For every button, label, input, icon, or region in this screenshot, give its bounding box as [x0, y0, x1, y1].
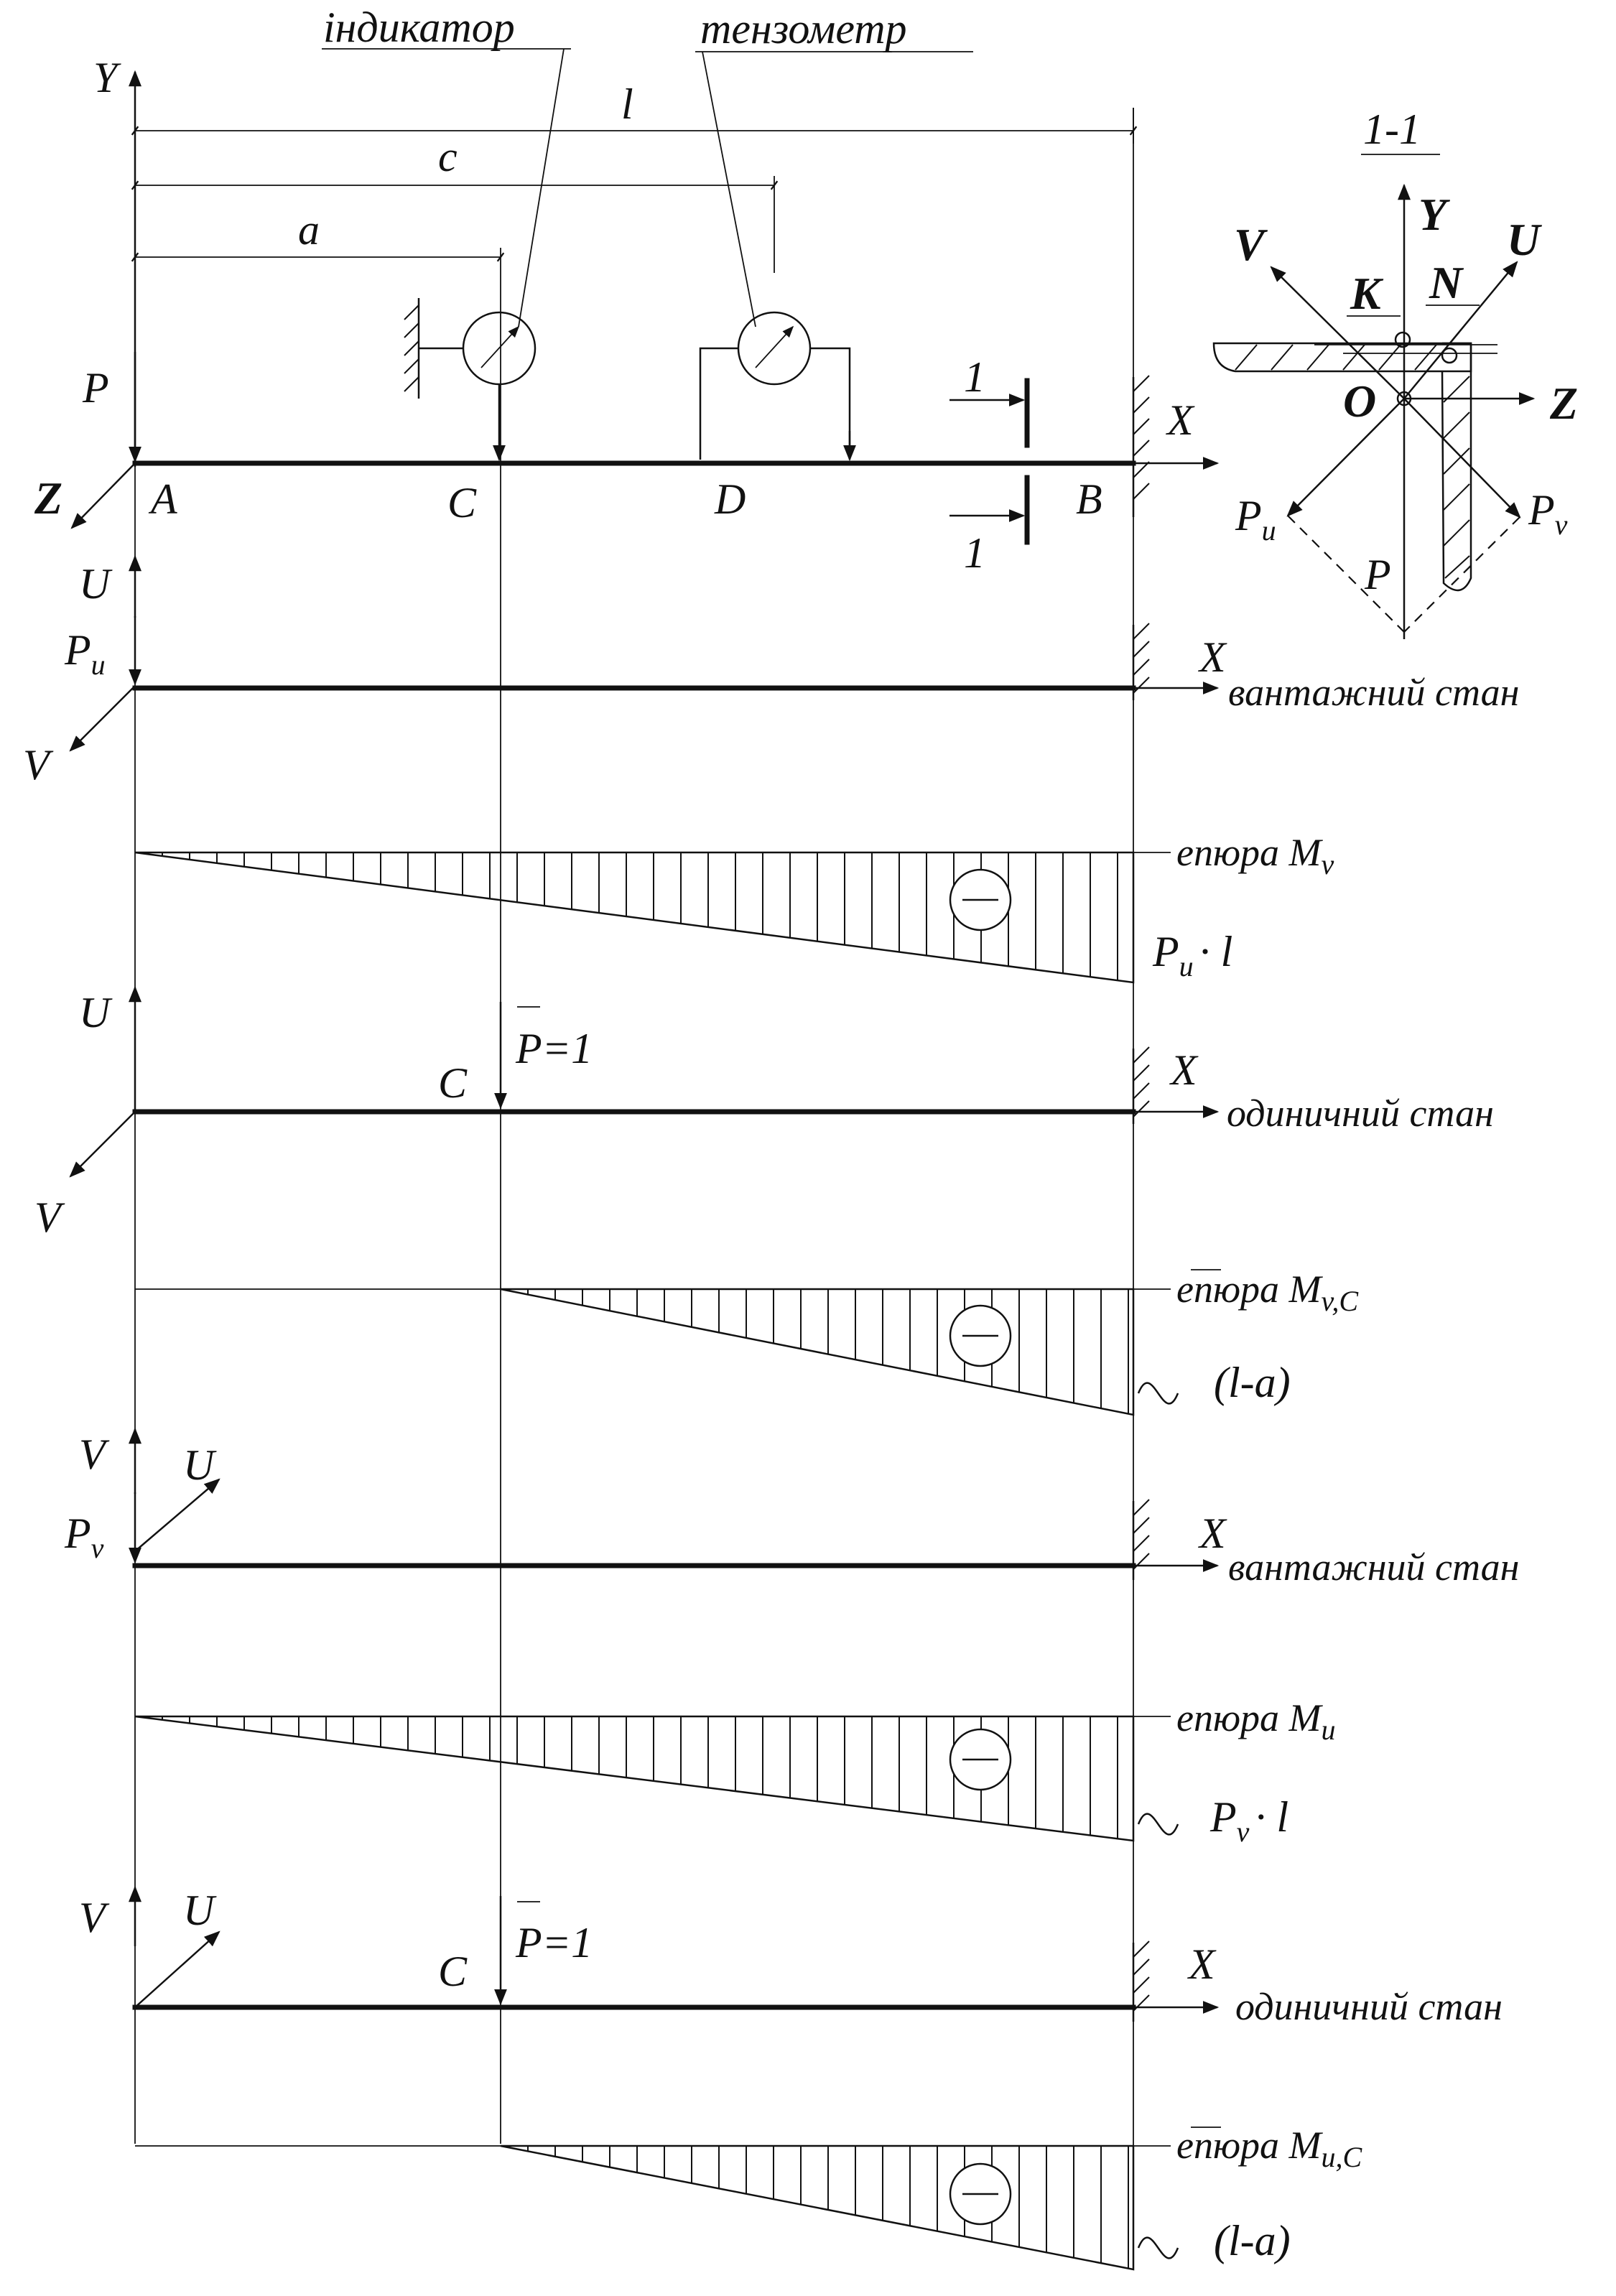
state3-load: Pv — [64, 1510, 104, 1564]
point-b-label: B — [1076, 475, 1102, 523]
state2-diagram-label: епюра Mv,C — [1176, 1268, 1359, 1317]
section-axis-u: U — [1507, 214, 1542, 265]
state2-unit-scheme: U V P=1 C X одиничний стан — [34, 985, 1494, 1241]
state3-caption: вантажний стан — [1228, 1546, 1519, 1589]
axis-y-label: Y — [93, 54, 121, 101]
load-p-label: P — [82, 364, 109, 412]
state4-axis-x: X — [1187, 1941, 1217, 1988]
state1-load: Pu — [64, 626, 106, 681]
state1-load-scheme: U Pu V X вантажний стан — [23, 554, 1519, 789]
state3-axis-u: U — [183, 1441, 217, 1489]
state1-moment-diagram: епюра Mv Pu· l — [134, 831, 1334, 984]
state3-axis-v: V — [79, 1431, 110, 1478]
point-n-label: N — [1429, 257, 1464, 308]
state1-axis-v: V — [23, 741, 54, 789]
label-tensometer: тензометр — [700, 5, 907, 52]
section-axis-y: Y — [1418, 189, 1450, 240]
state4-unit-scheme: V U P=1 C X одиничний стан — [79, 1885, 1503, 2028]
state4-end-value: (l-a) — [1214, 2217, 1291, 2264]
state4-axis-u: U — [183, 1887, 217, 1934]
point-k-label: K — [1350, 268, 1384, 319]
state1-caption: вантажний стан — [1228, 671, 1519, 714]
state3-end-value: Pv· l — [1209, 1793, 1288, 1848]
dim-c-label: c — [438, 133, 458, 180]
section-axis-v: V — [1234, 219, 1268, 270]
state2-point-c: C — [438, 1059, 468, 1107]
section-title: 1-1 — [1363, 106, 1421, 153]
state4-unit-load: P=1 — [515, 1919, 593, 1966]
state2-axis-u: U — [79, 989, 113, 1036]
state3-axis-x: X — [1198, 1510, 1227, 1557]
state2-axis-x: X — [1169, 1046, 1199, 1094]
section-load-p: P — [1364, 551, 1391, 598]
point-d-label: D — [714, 475, 746, 523]
section-axis-z: Z — [1549, 378, 1578, 429]
section-mark-bottom: 1 — [964, 529, 985, 577]
state3-diagram-label: епюра Mu — [1176, 1696, 1336, 1746]
axis-x-label: X — [1166, 396, 1195, 444]
state1-axis-u: U — [79, 560, 113, 608]
cross-section-1-1: 1-1 Y Z U V K — [1212, 106, 1578, 639]
state4-point-c: C — [438, 1948, 468, 1995]
state1-axis-x: X — [1198, 633, 1227, 681]
state2-axis-v: V — [34, 1194, 65, 1241]
axis-z-label: Z — [34, 473, 62, 524]
state2-caption: одиничний стан — [1227, 1092, 1494, 1135]
state4-axis-v: V — [79, 1894, 110, 1941]
dim-a-label: a — [298, 206, 320, 254]
point-a-label: A — [148, 475, 177, 523]
state1-end-value: Pu· l — [1152, 928, 1232, 982]
tensometer-gauge — [737, 311, 812, 386]
state2-moment-diagram: епюра Mv,C (l-a) — [135, 1268, 1359, 1416]
state3-load-scheme: V U Pv X вантажний стан — [64, 1427, 1519, 1589]
state4-diagram-label: епюра Mu,C — [1176, 2124, 1363, 2173]
label-indicator: індикатор — [323, 4, 515, 51]
state3-moment-diagram: епюра Mu Pv· l — [134, 1696, 1336, 1848]
section-mark-top: 1 — [964, 353, 985, 401]
state1-diagram-label: епюра Mv — [1176, 831, 1334, 880]
section-comp-pu: Pu — [1235, 492, 1276, 547]
section-comp-pv: Pv — [1528, 486, 1568, 541]
state4-caption: одиничний стан — [1235, 1985, 1503, 2028]
point-c-label: C — [447, 479, 477, 526]
state2-unit-load: P=1 — [515, 1025, 593, 1072]
point-o-label: O — [1343, 376, 1376, 427]
dim-l-label: l — [621, 80, 633, 128]
state2-end-value: (l-a) — [1214, 1359, 1291, 1406]
top-scheme: Y Z l c a індикатор — [34, 4, 1220, 577]
state4-moment-diagram: епюра Mu,C (l-a) — [135, 2124, 1363, 2271]
